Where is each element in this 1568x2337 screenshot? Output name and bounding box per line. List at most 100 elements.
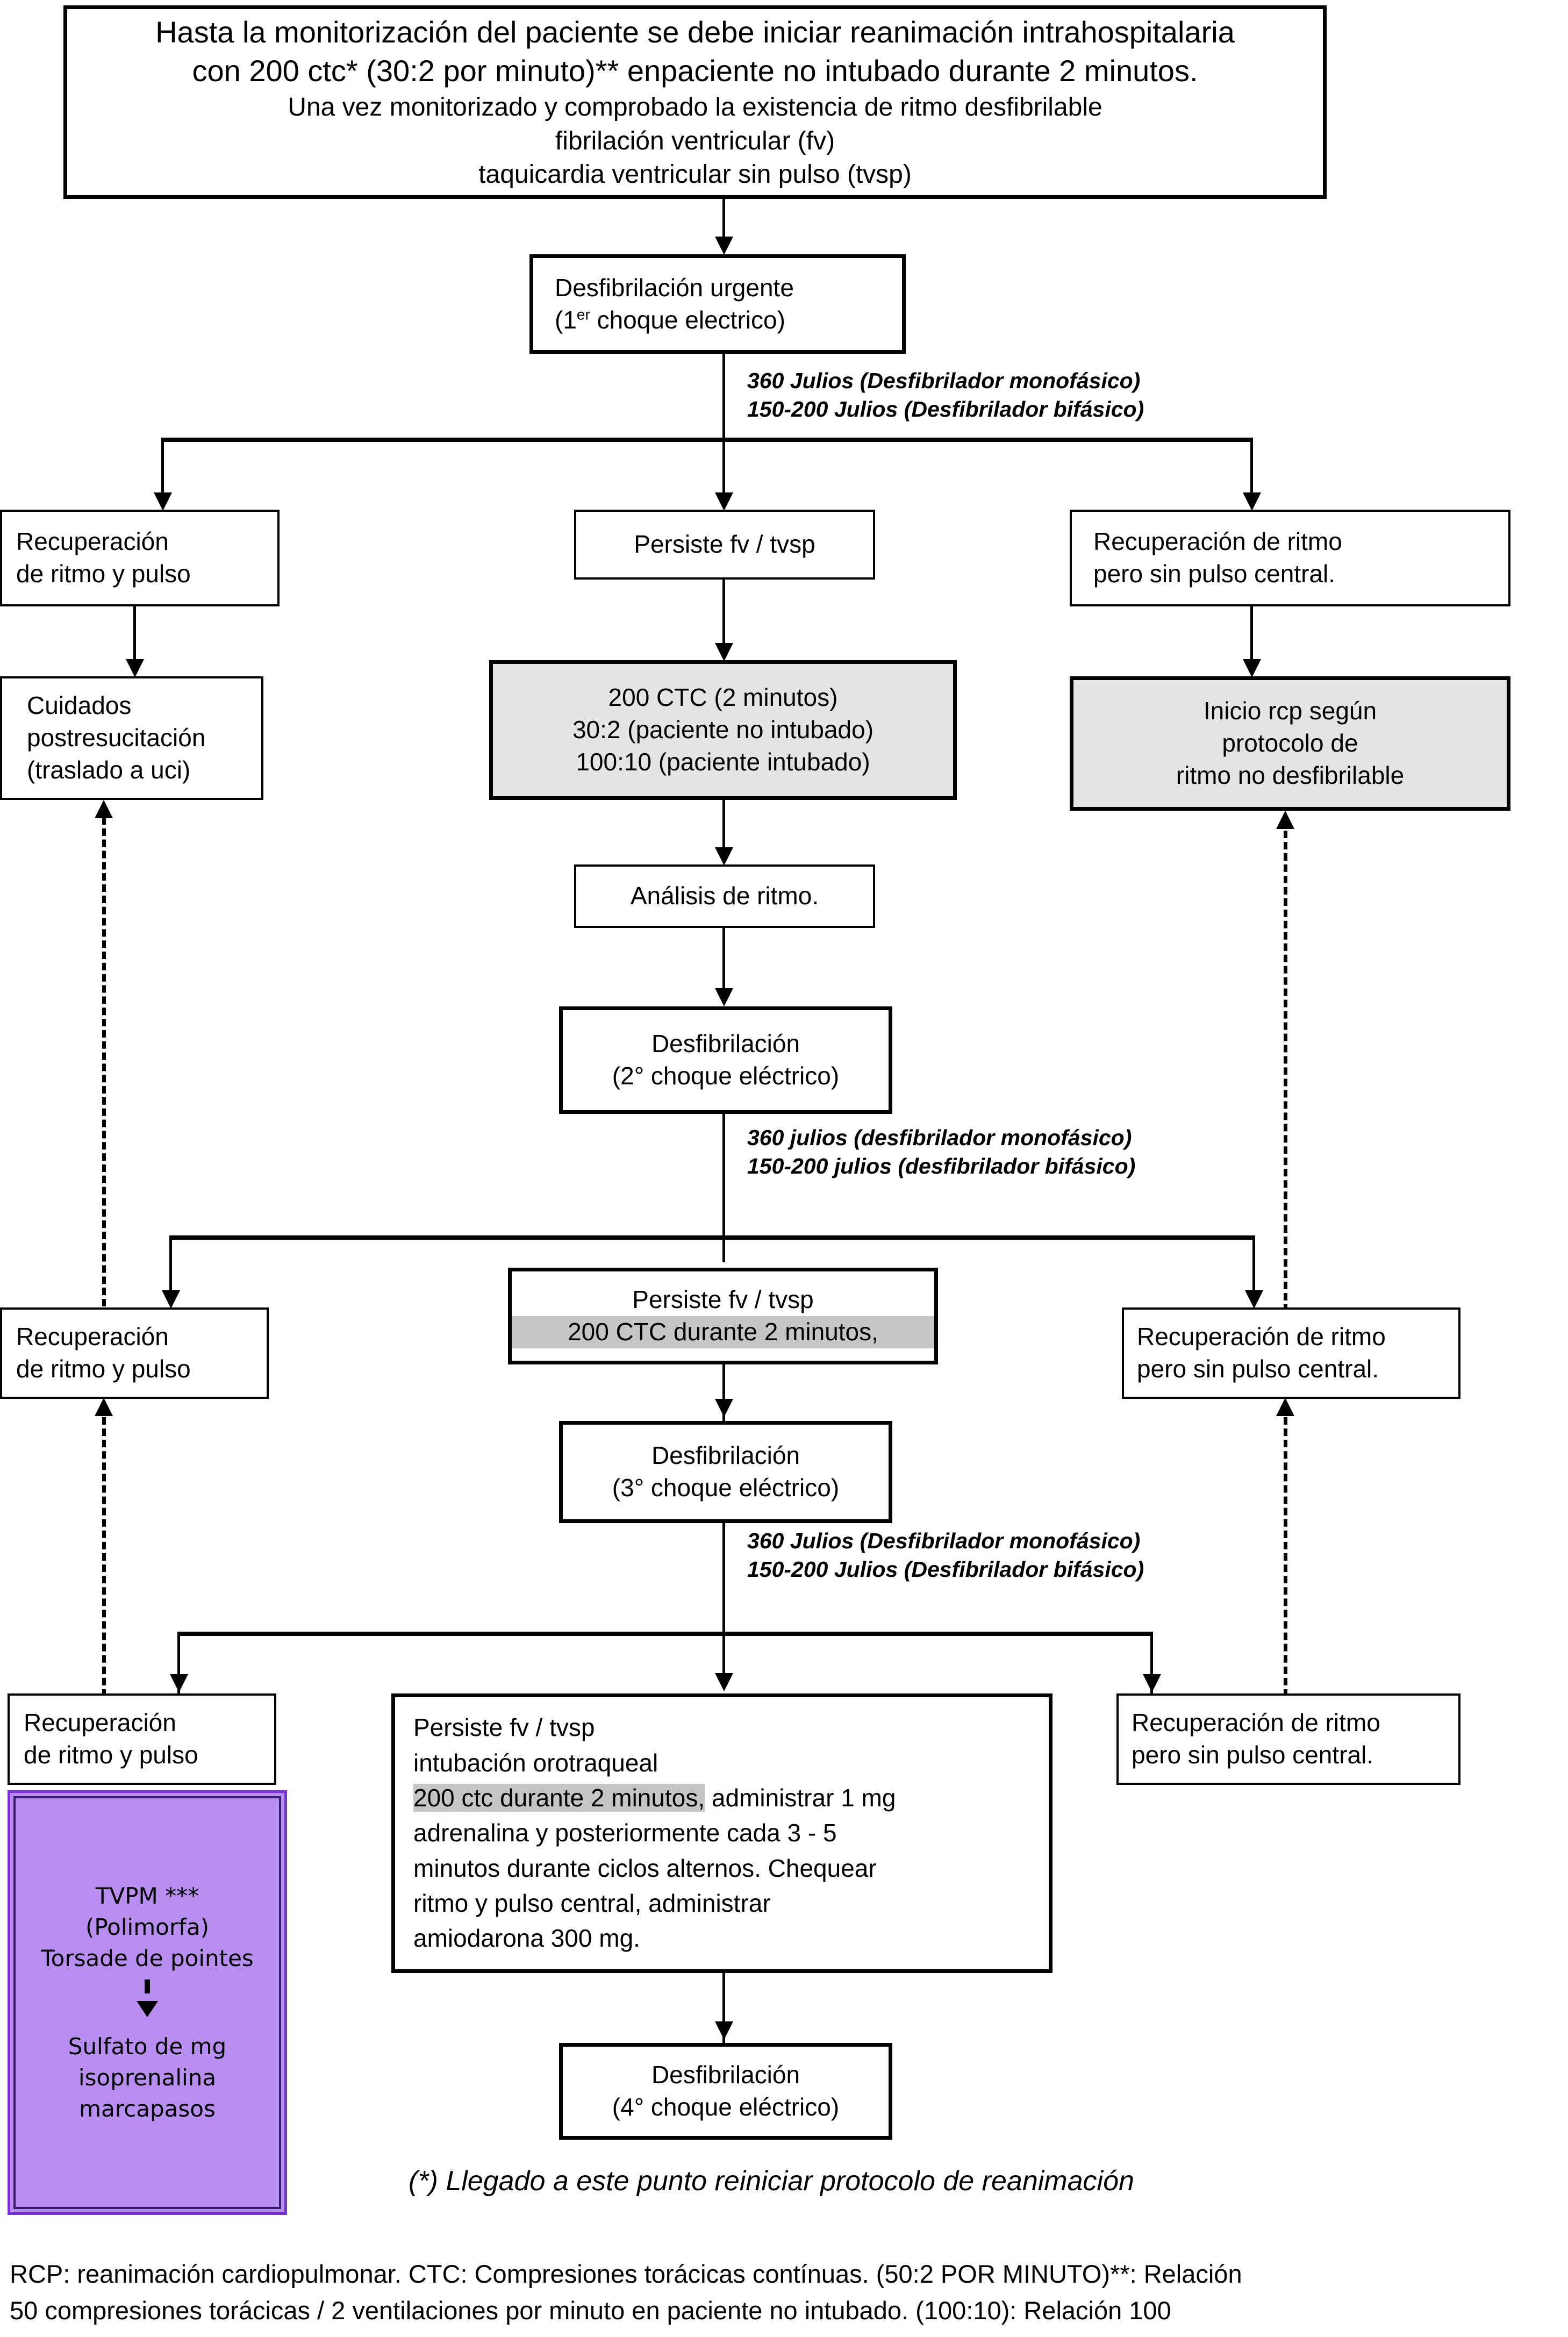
shock2-line-1: Desfibrilación: [651, 1030, 800, 1058]
dashed-feedback-right-seg2: [1284, 1417, 1287, 1697]
branch1-right-line-1: Recuperación de ritmo: [1093, 527, 1342, 556]
bus2-leg-center: [722, 1235, 725, 1262]
connector-header-to-shock1: [722, 199, 725, 247]
tvpm-inner: TVPM *** (Polimorfa) Torsade de pointes …: [13, 1796, 281, 2209]
connector-ctc-to-analysis: [722, 800, 725, 859]
split-bus-3: [177, 1632, 1150, 1636]
arrowhead-dashed-right-to-rcp: [1276, 811, 1294, 829]
branch2-center-line-2: 200 CTC durante 2 minutos,: [512, 1316, 934, 1348]
tvpm-box: TVPM *** (Polimorfa) Torsade de pointes …: [8, 1790, 287, 2215]
tvpm-line-6: marcapasos: [79, 2095, 216, 2122]
header-line-1: Hasta la monitorización del paciente se …: [155, 15, 1235, 49]
connector-branch2center-to-shock3: [722, 1364, 725, 1429]
footer-line-1: RCP: reanimación cardiopulmonar. CTC: Co…: [10, 2260, 1242, 2288]
shock1-line-2: (1er choque electrico): [555, 305, 785, 334]
connector-shock3-down: [722, 1523, 725, 1679]
restart-note: (*) Llegado a este punto reiniciar proto…: [409, 2166, 1134, 2197]
connector-branch1center-to-ctc: [722, 580, 725, 655]
arrowhead-bus3-center: [715, 1673, 733, 1691]
tvpm-line-4: Sulfato de mg: [68, 2033, 227, 2060]
branch3-center-line-2: intubación orotraqueal: [413, 1748, 658, 1777]
header-line-3: Una vez monitorizado y comprobado la exi…: [288, 93, 1102, 122]
arrowhead-bus1-center: [715, 492, 733, 511]
postcare-line-3: (traslado a uci): [27, 755, 191, 784]
arrowhead-analysis: [715, 847, 733, 866]
shock3-line-2: (3° choque eléctrico): [612, 1474, 840, 1502]
branch3-center-line-4: adrenalina y posteriormente cada 3 - 5: [413, 1819, 837, 1847]
branch3-left-line-1: Recuperación: [24, 1709, 176, 1737]
energy-note-3: 360 Julios (Desfibrilador monofásico) 15…: [747, 1527, 1144, 1584]
branch1-left-line-1: Recuperación: [16, 527, 169, 556]
rhythm-analysis-line-1: Análisis de ritmo.: [630, 882, 819, 910]
tvpm-line-3: Torsade de pointes: [41, 1945, 254, 1972]
bus3-leg-right: [1150, 1632, 1153, 1696]
bus1-leg-center: [722, 438, 725, 502]
arrowhead-shock4: [715, 2021, 733, 2040]
ctc-line-2: 30:2 (paciente no intubado): [572, 716, 874, 744]
branch2-right-box: Recuperación de ritmo pero sin pulso cen…: [1122, 1307, 1460, 1399]
branch2-left-line-2: de ritmo y pulso: [16, 1355, 191, 1383]
ctc-line-1: 200 CTC (2 minutos): [608, 683, 838, 712]
energy-note-1-line-1: 360 Julios (Desfibrilador monofásico): [747, 368, 1141, 393]
rcp-protocol-box: Inicio rcp según protocolo de ritmo no d…: [1070, 676, 1510, 811]
ctc-line-3: 100:10 (paciente intubado): [576, 747, 870, 776]
header-line-5: taquicardia ventricular sin pulso (tvsp): [478, 160, 912, 189]
branch3-center-line-1: Persiste fv / tvsp: [413, 1713, 595, 1742]
arrowhead-dashed-right-to-branch2: [1276, 1398, 1294, 1416]
branch2-center-box: Persiste fv / tvsp 200 CTC durante 2 min…: [508, 1268, 938, 1364]
bus3-leg-left: [177, 1632, 180, 1696]
arrowhead-bus1-left: [154, 492, 172, 511]
postcare-box: Cuidados postresucitación (traslado a uc…: [0, 676, 263, 800]
arrowhead-header-to-shock1: [715, 237, 733, 255]
energy-note-2: 360 julios (desfibrilador monofásico) 15…: [747, 1124, 1135, 1181]
connector-shock2-down: [722, 1114, 725, 1238]
arrowhead-rcp: [1243, 659, 1261, 677]
branch3-left-line-2: de ritmo y pulso: [24, 1741, 198, 1769]
branch3-right-box: Recuperación de ritmo pero sin pulso cen…: [1116, 1693, 1460, 1785]
rcp-line-2: protocolo de: [1222, 729, 1358, 757]
branch3-center-box: Persiste fv / tvsp intubación orotraquea…: [391, 1693, 1053, 1973]
arrowhead-shock3: [715, 1399, 733, 1417]
header-line-4: fibrilación ventricular (fv): [555, 126, 835, 155]
header-line-2: con 200 ctc* (30:2 por minuto)** enpacie…: [192, 54, 1198, 88]
dashed-feedback-right-seg1: [1284, 831, 1287, 1312]
energy-note-1: 360 Julios (Desfibrilador monofásico) 15…: [747, 367, 1144, 424]
down-arrow-icon: [137, 2001, 158, 2017]
connector-branch1left-to-postcare: [133, 606, 136, 671]
ctc-block-box: 200 CTC (2 minutos) 30:2 (paciente no in…: [489, 660, 957, 800]
connector-analysis-to-shock2: [722, 928, 725, 1003]
branch1-right-line-2: pero sin pulso central.: [1093, 560, 1336, 588]
energy-note-3-line-1: 360 Julios (Desfibrilador monofásico): [747, 1528, 1141, 1553]
energy-note-2-line-2: 150-200 julios (desfibrilador bifásico): [747, 1154, 1136, 1179]
branch2-left-line-1: Recuperación: [16, 1323, 169, 1351]
connector-branch1right-to-rcp: [1250, 606, 1253, 671]
arrowhead-bus1-right: [1243, 492, 1261, 511]
split-bus-2: [169, 1235, 1255, 1240]
arrowhead-bus3-left: [170, 1674, 188, 1692]
shock4-line-2: (4° choque eléctrico): [612, 2093, 840, 2121]
arrowhead-postcare: [126, 659, 144, 677]
tvpm-line-5: isoprenalina: [78, 2064, 217, 2091]
branch3-left-box: Recuperación de ritmo y pulso: [8, 1693, 276, 1785]
branch3-center-line-5: minutos durante ciclos alternos. Chequea…: [413, 1854, 877, 1882]
shock3-line-1: Desfibrilación: [651, 1441, 800, 1470]
connector-shock1-down: [722, 354, 725, 440]
branch3-right-line-2: pero sin pulso central.: [1132, 1741, 1374, 1769]
postcare-line-2: postresucitación: [27, 724, 206, 752]
energy-note-2-line-1: 360 julios (desfibrilador monofásico): [747, 1125, 1132, 1150]
dashed-feedback-left-seg1: [102, 817, 106, 1306]
bus3-leg-center: [722, 1632, 725, 1685]
arrowhead-dashed-left-to-postcare: [95, 800, 113, 818]
energy-note-1-line-2: 150-200 Julios (Desfibrilador bifásico): [747, 397, 1144, 422]
branch3-center-line-7: amiodarona 300 mg.: [413, 1924, 640, 1953]
arrowhead-bus3-right: [1143, 1674, 1161, 1692]
tvpm-line-2: (Polimorfa): [85, 1914, 210, 1941]
shock3-box: Desfibrilación (3° choque eléctrico): [559, 1421, 892, 1523]
branch3-right-line-1: Recuperación de ritmo: [1132, 1709, 1380, 1737]
shock4-box: Desfibrilación (4° choque eléctrico): [559, 2043, 892, 2140]
arrowhead-shock2: [715, 988, 733, 1006]
dashed-feedback-left-seg2: [102, 1417, 106, 1697]
branch1-left-line-2: de ritmo y pulso: [16, 560, 191, 588]
tvpm-line-1: TVPM ***: [95, 1883, 199, 1910]
